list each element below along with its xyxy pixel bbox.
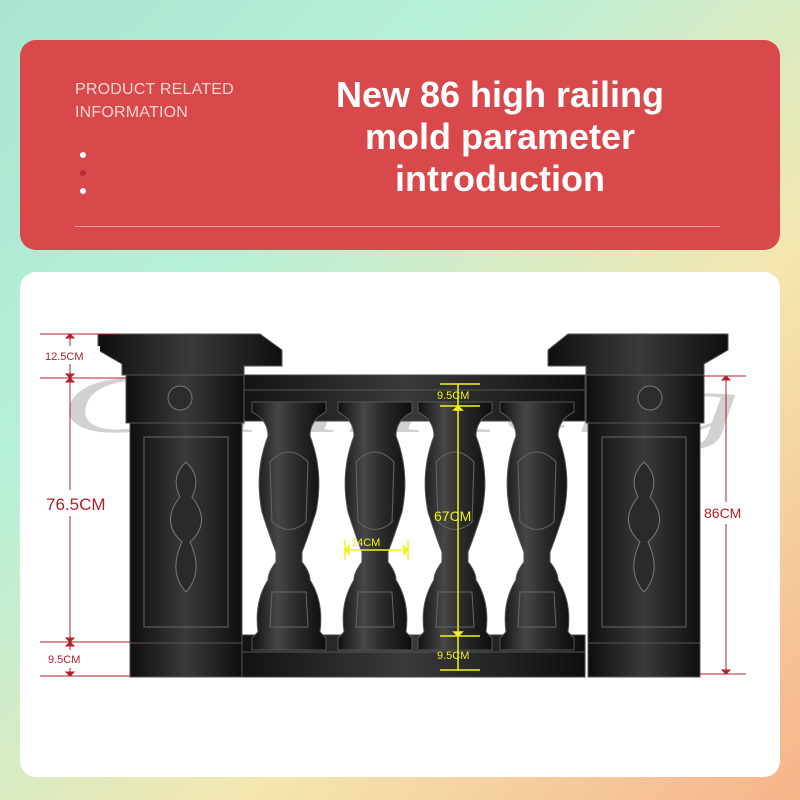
railing-mold-diagram: GuanTeng [40, 333, 758, 678]
dim-center-bottom: 9.5CM [437, 650, 469, 662]
label-bg [42, 650, 100, 668]
dot-icon [80, 152, 86, 158]
dim-center-height: 67CM [434, 508, 471, 524]
product-image-card: GuanTeng [20, 272, 780, 777]
dim-left-middle: 76.5CM [46, 495, 106, 514]
page-title: New 86 high railing mold parameter intro… [290, 74, 710, 200]
dot-icon [80, 170, 86, 176]
left-pillar [97, 333, 283, 678]
right-dimensions [700, 375, 746, 675]
label-bg [42, 346, 100, 364]
decorative-dots [80, 152, 86, 206]
subtitle: PRODUCT RELATED INFORMATION [75, 81, 234, 121]
title-line-2: mold parameter [364, 116, 636, 157]
right-pillar [547, 333, 729, 678]
dim-left-bottom: 9.5CM [48, 654, 80, 666]
divider [75, 226, 720, 227]
center-dimensions [343, 383, 480, 671]
dim-center-top: 9.5CM [437, 390, 469, 402]
dim-right-total: 86CM [704, 505, 741, 521]
label-bg [702, 502, 758, 524]
title-line-1: New 86 high railing [335, 74, 665, 115]
title-line-3: introduction [395, 158, 605, 199]
header-banner: PRODUCT RELATED INFORMATION New 86 high … [20, 40, 780, 250]
dim-left-top: 12.5CM [45, 351, 84, 363]
label-bg [42, 490, 128, 516]
dim-baluster-width: 14CM [351, 537, 380, 549]
dot-icon [80, 188, 86, 194]
